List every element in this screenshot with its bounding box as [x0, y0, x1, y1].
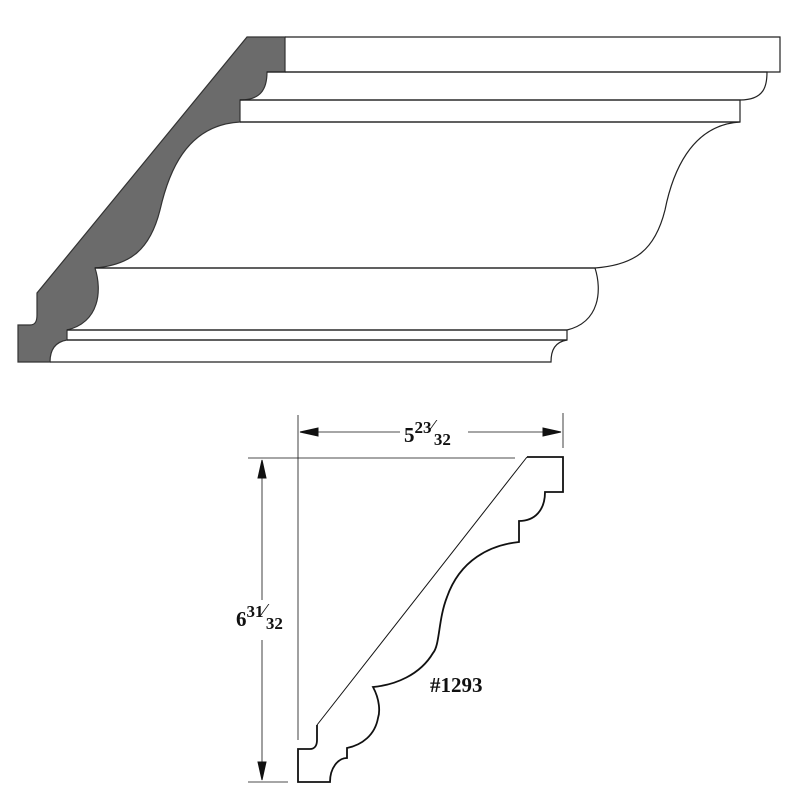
molding-profile-outline [297, 456, 564, 783]
band-third [240, 99, 741, 123]
height-dimension-label: 631⁄32 [236, 600, 283, 633]
section-profile-shaded [17, 36, 286, 363]
arrowhead-right [542, 427, 562, 437]
molding-back-diagonal [316, 456, 528, 726]
band-thin [67, 329, 568, 341]
height-label-bg [240, 600, 295, 640]
profile-number-label: #1293 [430, 673, 483, 697]
arrowhead-top [257, 459, 267, 479]
band-second [240, 71, 768, 101]
width-dimension-label: 523⁄32 [404, 416, 451, 449]
width-label-bg [400, 418, 468, 446]
profile-view [240, 413, 564, 783]
band-top [285, 36, 781, 73]
arrowhead-bottom [257, 761, 267, 781]
band-bulge [67, 267, 599, 331]
cove-face [95, 121, 741, 269]
band-bottom [50, 339, 568, 363]
perspective-view [17, 36, 781, 363]
arrowhead-left [299, 427, 319, 437]
